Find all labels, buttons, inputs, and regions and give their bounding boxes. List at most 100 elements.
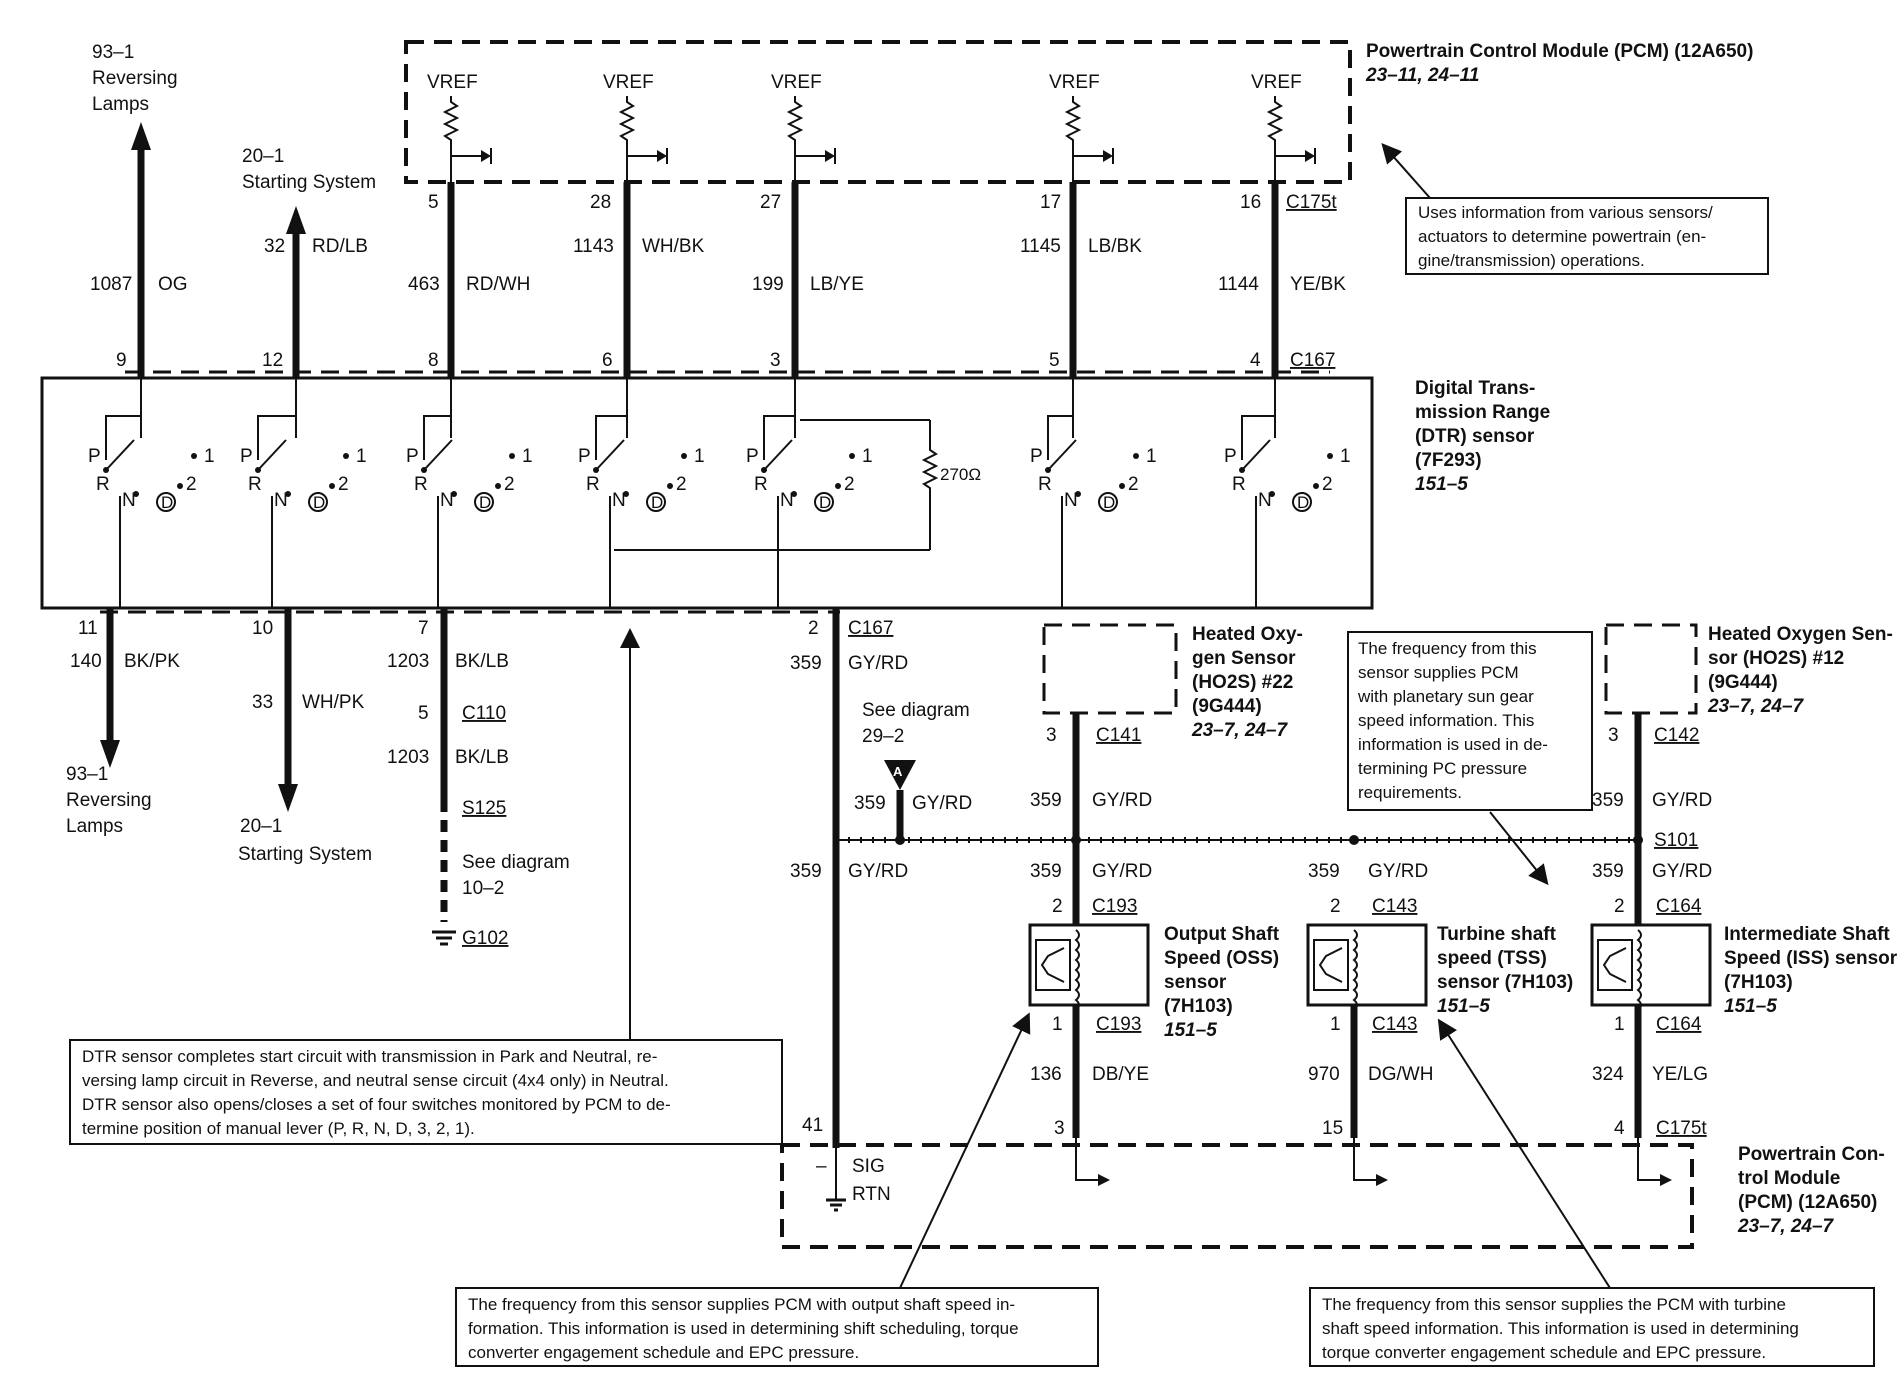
dtr-switch-d: D xyxy=(313,493,325,512)
dtr-switch-contact xyxy=(623,491,629,497)
wire-color-gyrd-ho2s22: GY/RD xyxy=(1092,790,1152,811)
dtr-switch-2: 2 xyxy=(1322,474,1333,495)
dtr-switch-common xyxy=(595,415,627,460)
pc-note-line-6: termining PC pressure xyxy=(1358,759,1527,778)
dtr-switch-1: 1 xyxy=(356,446,367,467)
arrow-down-reversing-lamps xyxy=(100,740,120,768)
speed-sensor-body xyxy=(1306,923,1428,1138)
tss-title-2: speed (TSS) xyxy=(1437,948,1547,969)
ho2s22-title-2: gen Sensor xyxy=(1192,648,1296,669)
rev-bottom-label-2: Lamps xyxy=(66,816,123,837)
pin-5-c110: 5 xyxy=(418,703,429,724)
speed-sensor-gear-frame xyxy=(1313,939,1349,991)
vref-label: VREF xyxy=(603,72,654,93)
dtr-switch-contact xyxy=(451,491,457,497)
connector-c110: C110 xyxy=(462,703,506,724)
pcm-top-note-line-3: gine/transmission) operations. xyxy=(1418,251,1645,270)
vref-label: VREF xyxy=(427,72,478,93)
dtr-switch-contact xyxy=(681,453,687,459)
wire-label-359-lower: 359 xyxy=(790,861,822,882)
wire-color-rdwh: RD/WH xyxy=(466,274,530,295)
dtr-note-line-2: versing lamp circuit in Reverse, and neu… xyxy=(82,1071,669,1090)
dtr-resistor xyxy=(800,419,939,520)
dtr-switch-n: N xyxy=(612,490,626,511)
ho2s12-refs: 23–7, 24–7 xyxy=(1707,696,1805,717)
top-pin-27: 27 xyxy=(760,192,781,213)
dtr-switch-d: D xyxy=(161,493,173,512)
dtr-switch-pivot xyxy=(761,467,767,473)
vref-resistor xyxy=(1064,96,1082,182)
pcm-top-title: Powertrain Control Module (PCM) (12A650) xyxy=(1366,41,1753,62)
connector-c142: C142 xyxy=(1654,725,1699,746)
see-diagram-10-2-ref: 10–2 xyxy=(462,878,504,899)
iss-pcm-pin: 4 xyxy=(1614,1118,1625,1139)
dtr-switch-n: N xyxy=(780,490,794,511)
iss-color-top: GY/RD xyxy=(1652,861,1712,882)
speed-sensor-gear-frame xyxy=(1597,939,1633,991)
connector-c167-top: C167 xyxy=(1290,350,1335,371)
pc-note-box xyxy=(1347,631,1593,811)
center-pin-41: 41 xyxy=(802,1115,823,1136)
dtr-switch-d-ring xyxy=(646,492,666,512)
iss-wire-top: 359 xyxy=(1592,861,1624,882)
pin-7: 7 xyxy=(418,618,429,639)
oss-title-4: (7H103) xyxy=(1164,996,1233,1017)
connector-c141: C141 xyxy=(1096,725,1141,746)
vref-label: VREF xyxy=(1049,72,1100,93)
dtr-switch-d-ring xyxy=(1292,492,1312,512)
oss-note-box xyxy=(455,1287,1099,1367)
speed-sensor-gear-frame xyxy=(1035,939,1071,991)
splice-node-a xyxy=(895,835,905,845)
dtr-switch-p: P xyxy=(1224,446,1237,467)
dtr-switch-1: 1 xyxy=(1340,446,1351,467)
pc-note-line-7: requirements. xyxy=(1358,783,1462,802)
oss-note-line-1: The frequency from this sensor supplies … xyxy=(468,1295,1015,1314)
speed-sensor-case xyxy=(1590,923,1712,1007)
tss-wire-bot: 970 xyxy=(1308,1064,1340,1085)
pin-11: 11 xyxy=(78,618,98,639)
pcm-sig: SIG xyxy=(852,1156,885,1177)
dtr-switch-1: 1 xyxy=(694,446,705,467)
speed-sensor-body xyxy=(1028,923,1150,1138)
pcm-bottom-box xyxy=(780,1143,1694,1249)
oss-pin-top: 2 xyxy=(1052,896,1063,917)
speed-sensor-case xyxy=(1028,923,1150,1007)
dtr-switch-common xyxy=(423,415,451,460)
dtr-switch-d: D xyxy=(479,493,491,512)
start-top-label: Starting System xyxy=(242,172,376,193)
dtr-switch-contact xyxy=(285,491,291,497)
tss-title-1: Turbine shaft xyxy=(1437,924,1557,945)
start-top-code: 20–1 xyxy=(242,146,284,167)
dtr-title-2: mission Range xyxy=(1415,402,1550,423)
ground-g102: G102 xyxy=(462,928,508,949)
dtr-switch-contact xyxy=(509,453,515,459)
tss-note-box xyxy=(1309,1287,1875,1367)
dtr-switch-d-ring xyxy=(1098,492,1118,512)
pc-note-arrow xyxy=(1489,811,1549,886)
wire-label-1203-a: 1203 xyxy=(387,651,429,672)
wire-color-whpk: WH/PK xyxy=(302,692,365,713)
pc-note-line-3: with planetary sun gear xyxy=(1357,687,1534,706)
wire-color-og: OG xyxy=(158,274,188,295)
dtr-switch-common xyxy=(1047,415,1073,460)
dtr-switch-1: 1 xyxy=(1146,446,1157,467)
oss-pcm-pin: 3 xyxy=(1054,1118,1065,1139)
dtr-title-1: Digital Trans- xyxy=(1415,378,1535,399)
vref-resistor xyxy=(1266,96,1284,182)
rev-top-label-1: Reversing xyxy=(92,68,178,89)
ho2s12-box xyxy=(1604,623,1698,715)
iss-pin-top: 2 xyxy=(1614,896,1625,917)
pcm-top-note-line-2: actuators to determine powertrain (en- xyxy=(1418,227,1706,246)
dtr-switch-p: P xyxy=(88,446,101,467)
arrow-up-starting-system xyxy=(286,206,306,234)
wire-color-lbye: LB/YE xyxy=(810,274,864,295)
dtr-pin-8: 8 xyxy=(428,350,439,371)
wire-color-bklb-b: BK/LB xyxy=(455,747,509,768)
oss-title-1: Output Shaft xyxy=(1164,924,1280,945)
see-diagram-29-2-ref: 29–2 xyxy=(862,726,904,747)
dtr-switch-common xyxy=(257,415,296,460)
dtr-switch-r: R xyxy=(586,474,600,495)
